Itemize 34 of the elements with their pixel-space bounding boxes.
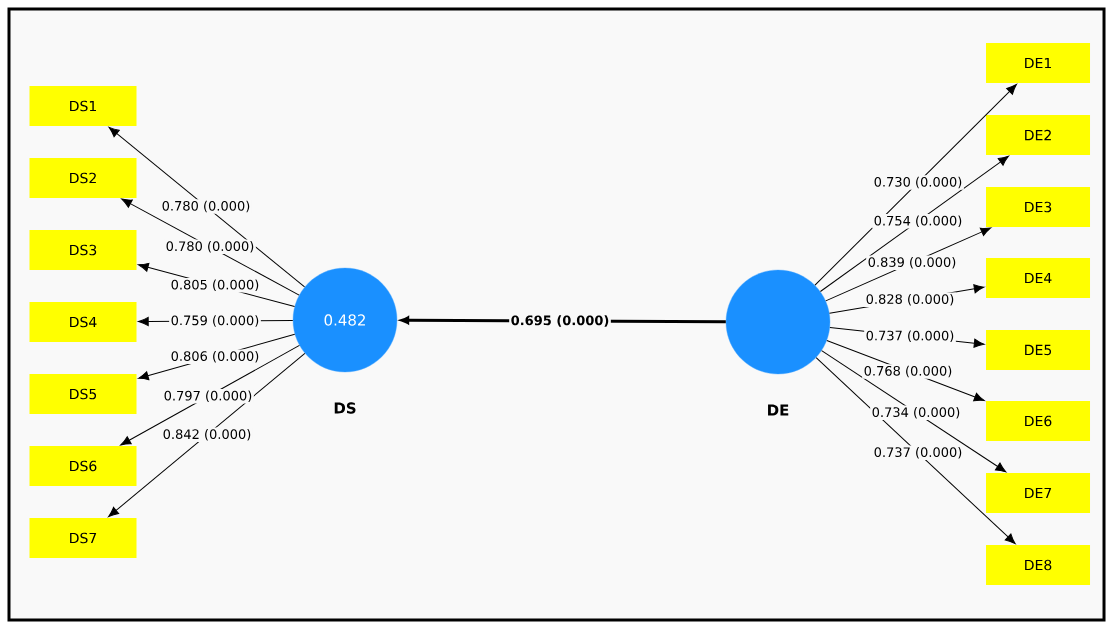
indicator-box: DE8 (986, 545, 1090, 585)
arrow (108, 352, 306, 518)
indicator-box: DE1 (986, 43, 1090, 83)
edge-label: 0.754 (0.000) (872, 214, 964, 229)
indicator-box: DE7 (986, 473, 1090, 513)
edge-label: 0.730 (0.000) (872, 175, 964, 190)
indicator-box: DE5 (986, 330, 1090, 370)
indicator-box: DE3 (986, 187, 1090, 227)
indicator-box: DS5 (29, 374, 137, 414)
edge-label: 0.806 (0.000) (169, 349, 261, 364)
indicator-box: DE2 (986, 115, 1090, 155)
indicator-box: DS4 (29, 302, 137, 342)
indicator-box: DS7 (29, 518, 137, 558)
edge-label: 0.768 (0.000) (862, 364, 954, 379)
edge-label: 0.805 (0.000) (169, 278, 261, 293)
construct-label: DE (768, 404, 789, 416)
indicator-box: DE4 (986, 258, 1090, 298)
indicator-box: DS2 (29, 158, 137, 198)
arrow (819, 155, 1009, 293)
indicator-box: DS3 (29, 230, 137, 270)
indicator-box: DE6 (986, 401, 1090, 441)
arrow (108, 126, 306, 288)
indicator-box: DS6 (29, 446, 137, 486)
indicator-box: DS1 (29, 86, 137, 126)
arrow (815, 357, 1016, 545)
edge-label: 0.839 (0.000) (866, 255, 958, 270)
construct-label: DS (334, 402, 356, 414)
edge-label: 0.780 (0.000) (160, 199, 252, 214)
edge-label: 0.828 (0.000) (864, 292, 956, 307)
arrow (120, 344, 300, 446)
edge-label: 0.797 (0.000) (162, 389, 254, 404)
arrow (821, 350, 1007, 473)
arrow (121, 198, 300, 296)
arrow (814, 84, 1017, 286)
